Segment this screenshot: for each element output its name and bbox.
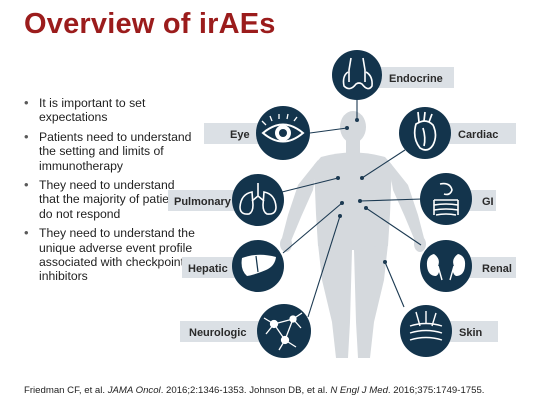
neurons-icon <box>263 312 303 351</box>
neurologic-label: Neurologic <box>189 327 246 339</box>
neurologic-node <box>257 304 311 358</box>
cardiac-node <box>399 107 451 159</box>
pulmonary-node <box>232 174 284 226</box>
eye-label: Eye <box>230 129 250 141</box>
slide-title: Overview of irAEs <box>24 8 276 40</box>
cardiac-label: Cardiac <box>458 129 498 141</box>
gi-node <box>420 173 472 225</box>
endocrine-node <box>332 50 382 100</box>
cardiac-label-box <box>430 123 516 144</box>
kidneys-icon <box>426 254 466 281</box>
connector-dots <box>336 118 387 264</box>
eye-node <box>256 106 310 160</box>
endocrine-label-box <box>362 67 454 88</box>
bullet-item: They need to understand that the majorit… <box>22 178 197 221</box>
bullet-item: Patients need to understand the setting … <box>22 130 197 173</box>
bullet-list: It is important to set expectations Pati… <box>22 96 197 289</box>
eye-label-box <box>204 123 262 144</box>
liver-icon <box>241 254 276 276</box>
thyroid-gland-icon <box>342 57 373 90</box>
heart-icon <box>413 111 437 151</box>
lungs-icon <box>239 183 277 215</box>
endocrine-label: Endocrine <box>389 73 443 85</box>
renal-label: Renal <box>482 263 512 275</box>
eye-icon <box>261 113 305 143</box>
human-body-silhouette <box>280 111 426 358</box>
connector-lines <box>277 97 423 318</box>
skin-label: Skin <box>459 327 483 339</box>
intestines-icon <box>433 182 459 216</box>
hepatic-label: Hepatic <box>188 263 228 275</box>
bullet-item: It is important to set expectations <box>22 96 197 125</box>
gi-label: GI <box>482 196 494 208</box>
bullet-item: They need to understand the unique adver… <box>22 226 197 284</box>
skin-node <box>400 305 452 357</box>
pulmonary-label: Pulmonary <box>174 196 232 208</box>
renal-node <box>420 240 472 292</box>
hepatic-node <box>232 240 284 292</box>
neurologic-label-box <box>180 321 266 342</box>
skin-layers-icon <box>409 311 443 341</box>
citation: Friedman CF, et al. JAMA Oncol. 2016;2:1… <box>24 385 485 396</box>
